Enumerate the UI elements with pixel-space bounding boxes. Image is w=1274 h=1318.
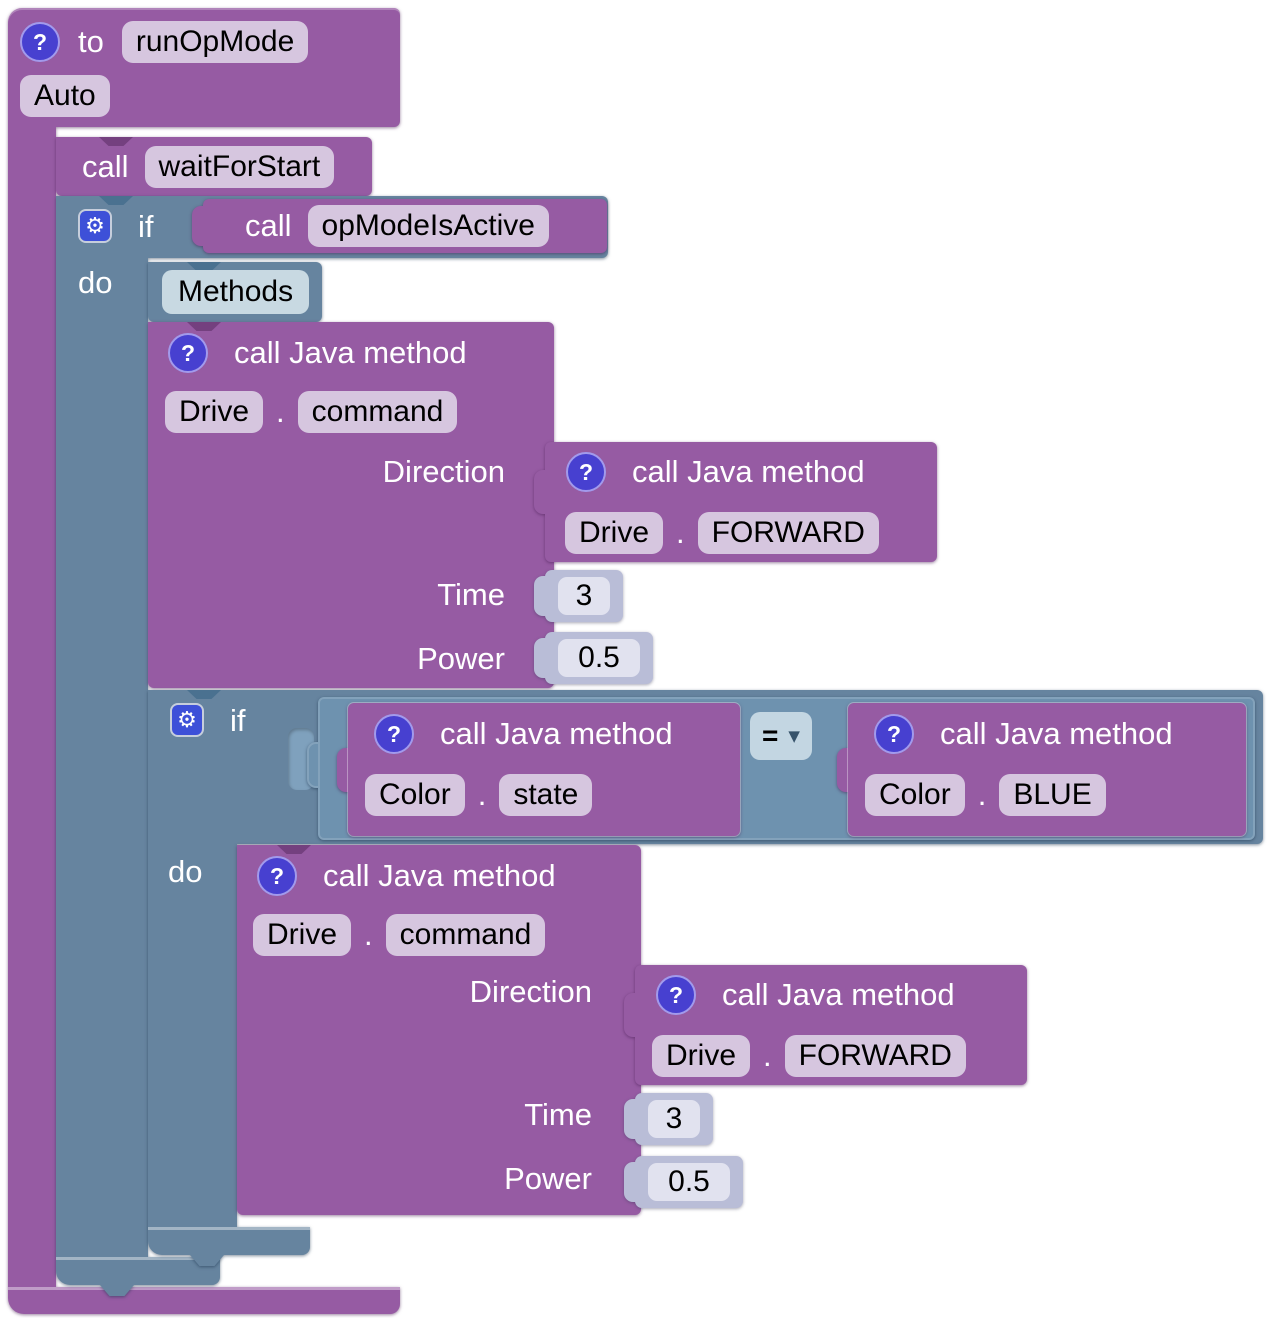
- power-arg-label: Power: [417, 641, 505, 676]
- stack-notch: [99, 137, 133, 146]
- object-dropdown[interactable]: Drive: [565, 512, 664, 554]
- inner-if-left-wall: [148, 844, 237, 1227]
- value-tab: [624, 1099, 638, 1139]
- dot-separator: .: [364, 917, 373, 952]
- dot-separator: .: [276, 394, 285, 429]
- outer-do-label: do: [78, 265, 113, 300]
- outer-if-bottom-bar: [56, 1257, 220, 1285]
- help-icon[interactable]: ?: [656, 975, 696, 1015]
- outer-if-left-wall: [56, 258, 148, 1257]
- object-dropdown[interactable]: Drive: [652, 1035, 751, 1077]
- number-input[interactable]: 3: [558, 577, 610, 615]
- number-input[interactable]: 3: [648, 1100, 700, 1138]
- methods-label-field[interactable]: Methods: [162, 270, 310, 314]
- value-tab: [307, 742, 321, 788]
- help-icon[interactable]: ?: [374, 714, 414, 754]
- time-arg-label: Time: [524, 1097, 592, 1132]
- stack-notch: [187, 262, 221, 271]
- opmodeisactive-method-field[interactable]: opModeIsActive: [307, 205, 549, 247]
- java-call-title: call Java method: [323, 858, 556, 893]
- inner-if-bottom-bar: [148, 1227, 310, 1255]
- operator-value: =: [762, 720, 779, 751]
- object-dropdown[interactable]: Color: [365, 774, 465, 816]
- help-icon[interactable]: ?: [168, 333, 208, 373]
- object-dropdown[interactable]: Drive: [253, 914, 352, 956]
- method-dropdown[interactable]: FORWARD: [697, 512, 879, 554]
- stack-notch: [277, 845, 311, 854]
- procedure-keyword: to: [78, 24, 104, 59]
- procedure-bottom-bar: [8, 1287, 400, 1314]
- outer-if-next-notch: [100, 1285, 134, 1296]
- java-call-title: call Java method: [440, 716, 673, 751]
- stack-notch: [187, 690, 221, 699]
- dot-separator: .: [977, 777, 987, 812]
- value-tab: [624, 1162, 638, 1202]
- procedure-name-field[interactable]: runOpMode: [121, 21, 309, 63]
- inner-if-label: if: [230, 703, 246, 738]
- power-arg-label: Power: [504, 1161, 592, 1196]
- stack-notch: [99, 196, 133, 205]
- dot-separator: .: [763, 1038, 772, 1073]
- number-input[interactable]: 0.5: [558, 639, 640, 677]
- chevron-down-icon: ▼: [788, 727, 800, 745]
- method-dropdown[interactable]: BLUE: [999, 774, 1106, 816]
- operator-dropdown[interactable]: = ▼: [750, 712, 812, 760]
- gear-icon[interactable]: ⚙: [170, 703, 204, 737]
- java-call-title: call Java method: [940, 716, 1173, 751]
- waitforstart-method-field[interactable]: waitForStart: [144, 146, 335, 188]
- object-dropdown[interactable]: Color: [865, 774, 965, 816]
- value-tab: [534, 576, 548, 616]
- java-call-title: call Java method: [632, 454, 865, 489]
- outer-if-label: if: [138, 209, 154, 244]
- value-tab: [534, 638, 548, 678]
- java-call-body[interactable]: [237, 845, 641, 1215]
- dot-separator: .: [676, 515, 685, 550]
- value-tab: [534, 470, 548, 514]
- value-tab: [624, 993, 638, 1037]
- help-icon[interactable]: ?: [257, 856, 297, 896]
- help-icon[interactable]: ?: [20, 22, 60, 62]
- help-icon[interactable]: ?: [566, 452, 606, 492]
- java-call-body[interactable]: [148, 322, 554, 688]
- value-tab: [837, 748, 851, 792]
- value-tab: [192, 206, 206, 246]
- java-call-title: call Java method: [722, 977, 955, 1012]
- direction-arg-label: Direction: [382, 454, 505, 489]
- method-dropdown[interactable]: state: [499, 774, 593, 816]
- method-dropdown[interactable]: FORWARD: [784, 1035, 966, 1077]
- procedure-annotation-field[interactable]: Auto: [20, 75, 110, 117]
- value-tab: [337, 748, 351, 792]
- gear-icon[interactable]: ⚙: [78, 209, 112, 243]
- object-dropdown[interactable]: Drive: [165, 391, 264, 433]
- stack-notch: [187, 322, 221, 331]
- inner-if-next-notch: [190, 1255, 224, 1266]
- number-input[interactable]: 0.5: [648, 1163, 730, 1201]
- procedure-left-wall: [8, 127, 56, 1287]
- call-keyword: call: [245, 208, 292, 243]
- time-arg-label: Time: [437, 577, 505, 612]
- inner-do-label: do: [168, 854, 203, 889]
- direction-arg-label: Direction: [469, 974, 592, 1009]
- call-keyword: call: [82, 149, 129, 184]
- java-call-title: call Java method: [234, 335, 467, 370]
- help-icon[interactable]: ?: [874, 714, 914, 754]
- method-dropdown[interactable]: command: [297, 391, 458, 433]
- method-dropdown[interactable]: command: [385, 914, 546, 956]
- dot-separator: .: [477, 777, 487, 812]
